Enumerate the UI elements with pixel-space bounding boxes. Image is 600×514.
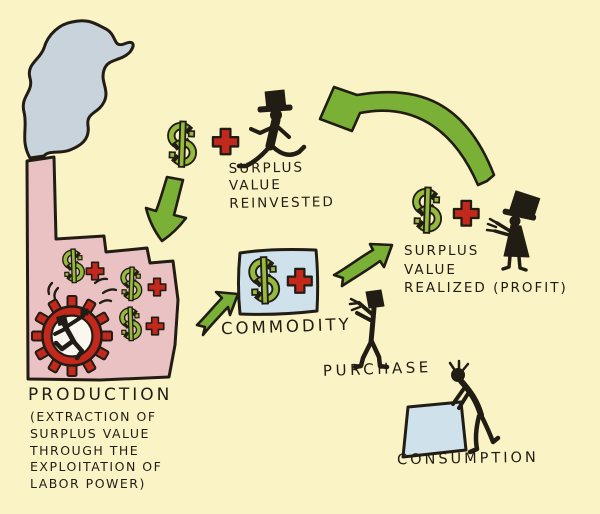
running-capitalist-icon — [236, 89, 307, 169]
flow-arrows — [144, 85, 496, 337]
money-plus-icon — [414, 187, 480, 233]
production-sublabel: (EXTRACTION OF SURPLUS VALUE THROUGH THE… — [30, 409, 163, 491]
purchase-label: PURCHASE — [322, 358, 432, 380]
flow-arrow-icon — [144, 175, 188, 243]
flow-arrow-icon — [318, 85, 496, 187]
worker-icon — [53, 308, 89, 361]
flow-arrow-icon — [195, 290, 240, 337]
consumption-label: CONSUMPTION — [396, 449, 539, 469]
flow-arrow-icon — [332, 242, 394, 288]
commodity-box — [237, 247, 320, 316]
smoke-icon — [21, 19, 135, 160]
surplus-realized-label: SURPLUS VALUE REALIZED (PROFIT) — [404, 243, 568, 297]
buyer-figure-icon — [348, 289, 390, 370]
production-label: PRODUCTION — [28, 385, 173, 405]
consumption-box — [401, 400, 468, 459]
consumer-figure-icon — [448, 359, 501, 455]
standing-capitalist-icon — [485, 190, 541, 272]
surplus-reinvested-label: SURPLUS VALUE REINVESTED — [228, 159, 335, 212]
gear-icon — [31, 295, 113, 377]
motion-marks-icon — [47, 277, 118, 305]
